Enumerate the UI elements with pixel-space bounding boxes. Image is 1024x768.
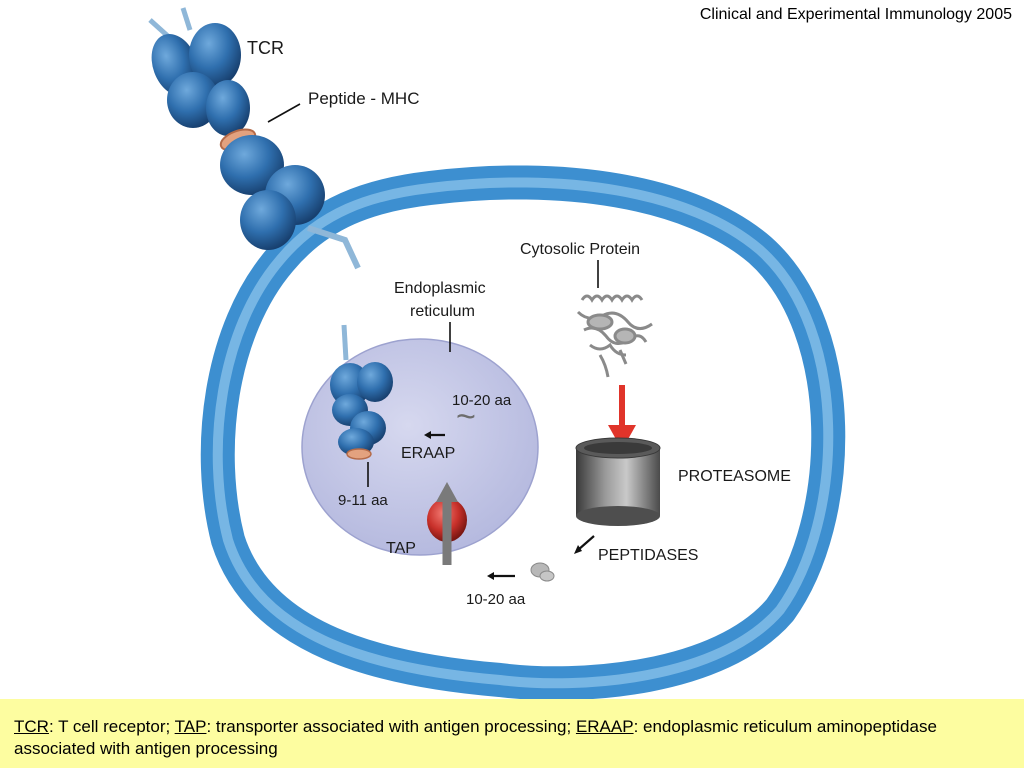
label-aa-cytosol: 10-20 aa	[466, 591, 526, 608]
pointer-lines	[267, 103, 599, 487]
antigen-processing-diagram: TCR Peptide - MHC Cytosolic Protein Endo…	[148, 7, 846, 700]
label-tcr: TCR	[247, 38, 284, 58]
label-aa-mhc: 9-11 aa	[338, 492, 388, 509]
legend-tcr-abbr: TCR	[14, 717, 49, 736]
tap-transporter	[427, 482, 467, 565]
cell-membrane	[200, 165, 846, 700]
label-eraap: ERAAP	[401, 445, 455, 462]
label-er-line2: reticulum	[410, 303, 475, 320]
label-cytosolic-protein: Cytosolic Protein	[520, 241, 640, 258]
tilde-peptide: ~	[456, 398, 476, 436]
degradation-arrow	[608, 385, 636, 450]
arrow-icons	[424, 431, 595, 580]
abbreviation-legend: TCR: T cell receptor; TAP: transporter a…	[0, 699, 1024, 768]
er-mhc-molecule	[330, 324, 393, 460]
peptide-fragment	[530, 562, 555, 582]
label-tap: TAP	[386, 540, 416, 557]
label-peptide-mhc: Peptide - MHC	[308, 89, 419, 108]
label-peptidases: PEPTIDASES	[598, 547, 698, 564]
label-aa-er: 10-20 aa	[452, 392, 512, 409]
legend-tap-def: : transporter associated with antigen pr…	[206, 717, 576, 736]
proteasome	[575, 437, 661, 526]
tcr-mhc-complex	[148, 7, 361, 270]
source-citation: Clinical and Experimental Immunology 200…	[699, 6, 1012, 23]
legend-eraap-def: : endoplasmic reticulum aminopeptidase a…	[14, 717, 937, 758]
cytosolic-protein	[576, 294, 653, 378]
label-er-line1: Endoplasmic	[394, 280, 486, 297]
legend-eraap-abbr: ERAAP	[575, 717, 634, 736]
label-proteasome: PROTEASOME	[678, 468, 791, 485]
legend-tap-abbr: TAP	[174, 717, 207, 736]
legend-tcr-def: : T cell receptor;	[48, 717, 175, 736]
